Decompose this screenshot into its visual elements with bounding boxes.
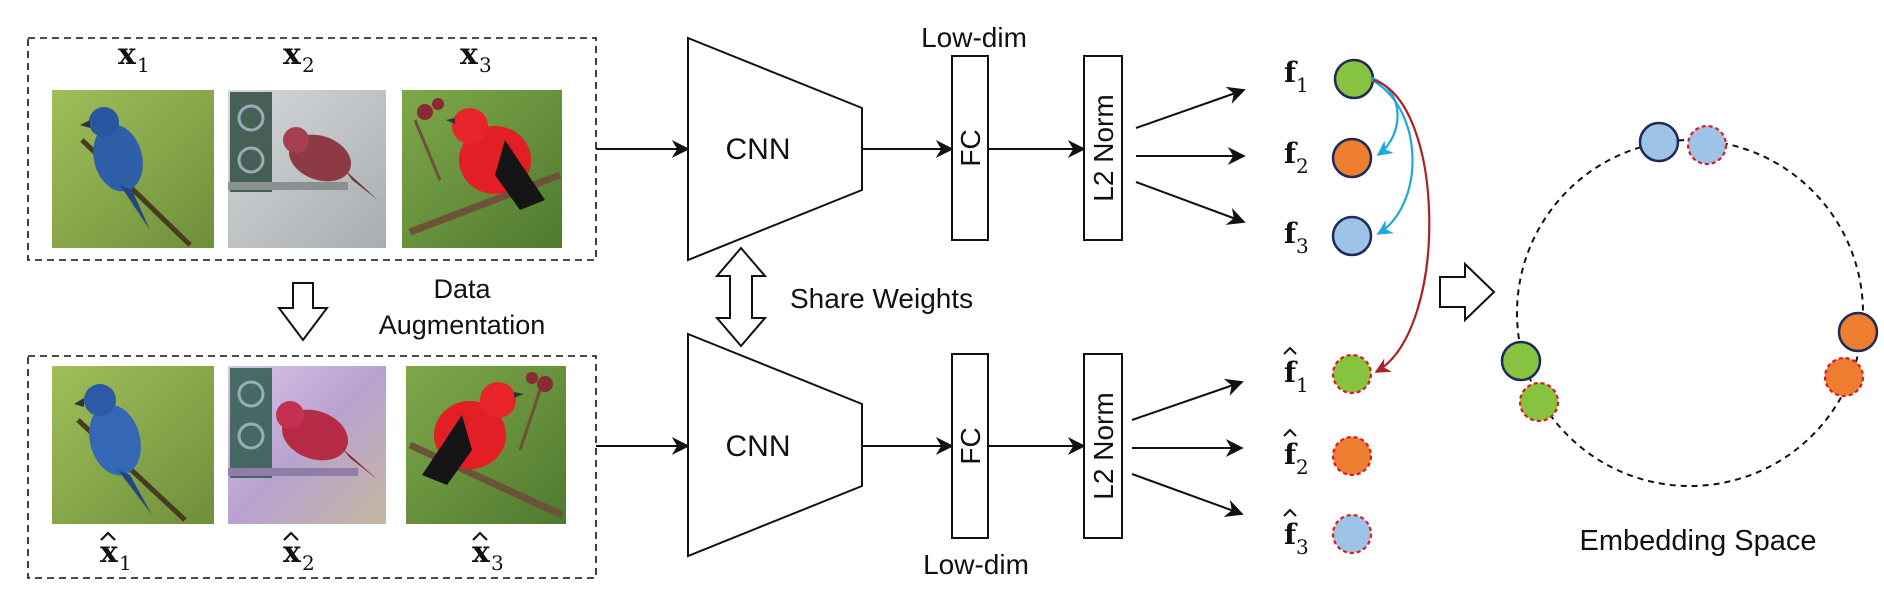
arrow-f1-to-f1-hat bbox=[1372, 78, 1431, 373]
feature-f2-hat-node bbox=[1331, 435, 1373, 477]
low-dim-label-top: Low-dim bbox=[921, 22, 1027, 53]
svg-text:3: 3 bbox=[1296, 234, 1309, 258]
svg-text:2: 2 bbox=[302, 53, 315, 77]
label-f1-hat: f 1 bbox=[1283, 346, 1309, 397]
cnn-bottom bbox=[687, 332, 863, 558]
svg-text:f: f bbox=[1284, 217, 1298, 250]
label-f3-hat: f 3 bbox=[1283, 508, 1309, 559]
fc-bottom bbox=[951, 353, 989, 539]
cnn-bottom-label: CNN bbox=[726, 430, 791, 463]
arrow-l2-to-f1 bbox=[1135, 86, 1246, 129]
label-f1: f 1 bbox=[1284, 56, 1309, 97]
svg-text:1: 1 bbox=[1296, 373, 1309, 397]
fc-bottom-label: FC bbox=[955, 427, 986, 464]
embedding-space-circle bbox=[1516, 139, 1864, 487]
fc-top-label: FC bbox=[955, 129, 986, 166]
svg-text:3: 3 bbox=[491, 551, 504, 575]
svg-text:2: 2 bbox=[1296, 154, 1309, 178]
image-red-tanager-flipped bbox=[406, 366, 566, 524]
image-blue-bird-augmented bbox=[52, 366, 214, 524]
svg-text:1: 1 bbox=[119, 551, 132, 575]
arrow-l2-to-f3 bbox=[1135, 181, 1246, 225]
embedding-point-f1 bbox=[1500, 340, 1542, 382]
cnn-top-label: CNN bbox=[726, 133, 791, 166]
embedding-point-f2-hat bbox=[1823, 356, 1865, 398]
svg-text:x: x bbox=[100, 535, 119, 570]
embedding-transition-arrow bbox=[1439, 261, 1496, 323]
low-dim-label-bottom: Low-dim bbox=[923, 549, 1029, 580]
bottom-image-group bbox=[27, 355, 597, 579]
label-f2-hat: f 2 bbox=[1283, 428, 1309, 479]
embedding-point-f3-hat bbox=[1686, 124, 1728, 166]
feature-f3-hat-node bbox=[1331, 513, 1373, 555]
svg-text:f: f bbox=[1284, 356, 1298, 389]
share-weights-label: Share Weights bbox=[790, 283, 973, 314]
arrow-l2-to-f3-hat bbox=[1131, 473, 1244, 517]
label-f3: f 3 bbox=[1284, 217, 1309, 258]
svg-text:1: 1 bbox=[1296, 73, 1309, 97]
arrow-l2-to-f1-hat bbox=[1131, 378, 1244, 421]
embedding-space-label: Embedding Space bbox=[1580, 525, 1817, 557]
image-red-tanager bbox=[402, 90, 562, 248]
svg-text:x: x bbox=[118, 37, 137, 72]
augmentation-label-line1: Data bbox=[433, 274, 491, 304]
label-x3: x 3 bbox=[460, 37, 492, 77]
image-blue-bird bbox=[52, 90, 214, 248]
svg-text:f: f bbox=[1284, 56, 1298, 89]
embedding-point-f1-hat bbox=[1518, 381, 1560, 423]
feature-f2-node bbox=[1331, 137, 1373, 179]
svg-text:x: x bbox=[460, 37, 479, 72]
image-red-finch bbox=[228, 90, 386, 248]
svg-text:2: 2 bbox=[302, 551, 315, 575]
label-x1: x 1 bbox=[118, 37, 150, 77]
embedding-point-f2 bbox=[1837, 311, 1879, 353]
l2norm-bottom bbox=[1083, 353, 1123, 539]
share-weights-arrow bbox=[714, 246, 768, 348]
label-x2: x 2 bbox=[283, 37, 315, 77]
svg-text:1: 1 bbox=[137, 53, 150, 77]
svg-text:f: f bbox=[1284, 438, 1298, 471]
augmentation-label-line2: Augmentation bbox=[379, 310, 546, 340]
svg-text:x: x bbox=[283, 37, 302, 72]
svg-text:x: x bbox=[472, 535, 491, 570]
label-x3-hat: x 3 bbox=[472, 531, 504, 575]
l2norm-bottom-label: L2 Norm bbox=[1088, 392, 1119, 499]
svg-text:3: 3 bbox=[1296, 535, 1309, 559]
embedding-point-f3 bbox=[1638, 121, 1680, 163]
augmentation-arrow bbox=[277, 282, 329, 342]
feature-f3-node bbox=[1331, 215, 1373, 257]
label-x1-hat: x 1 bbox=[100, 531, 132, 575]
svg-text:f: f bbox=[1284, 137, 1298, 170]
image-red-finch-augmented bbox=[228, 366, 386, 524]
cnn-top bbox=[687, 36, 863, 262]
svg-text:3: 3 bbox=[479, 53, 492, 77]
l2norm-top bbox=[1083, 55, 1123, 241]
l2norm-top-label: L2 Norm bbox=[1088, 94, 1119, 201]
svg-text:x: x bbox=[283, 535, 302, 570]
svg-text:2: 2 bbox=[1296, 455, 1309, 479]
arrow-f1-to-f3 bbox=[1371, 79, 1414, 235]
feature-f1-hat-node bbox=[1331, 353, 1373, 395]
label-f2: f 2 bbox=[1284, 137, 1309, 178]
svg-text:f: f bbox=[1284, 518, 1298, 551]
feature-f1-node bbox=[1333, 58, 1375, 100]
label-x2-hat: x 2 bbox=[283, 531, 315, 575]
